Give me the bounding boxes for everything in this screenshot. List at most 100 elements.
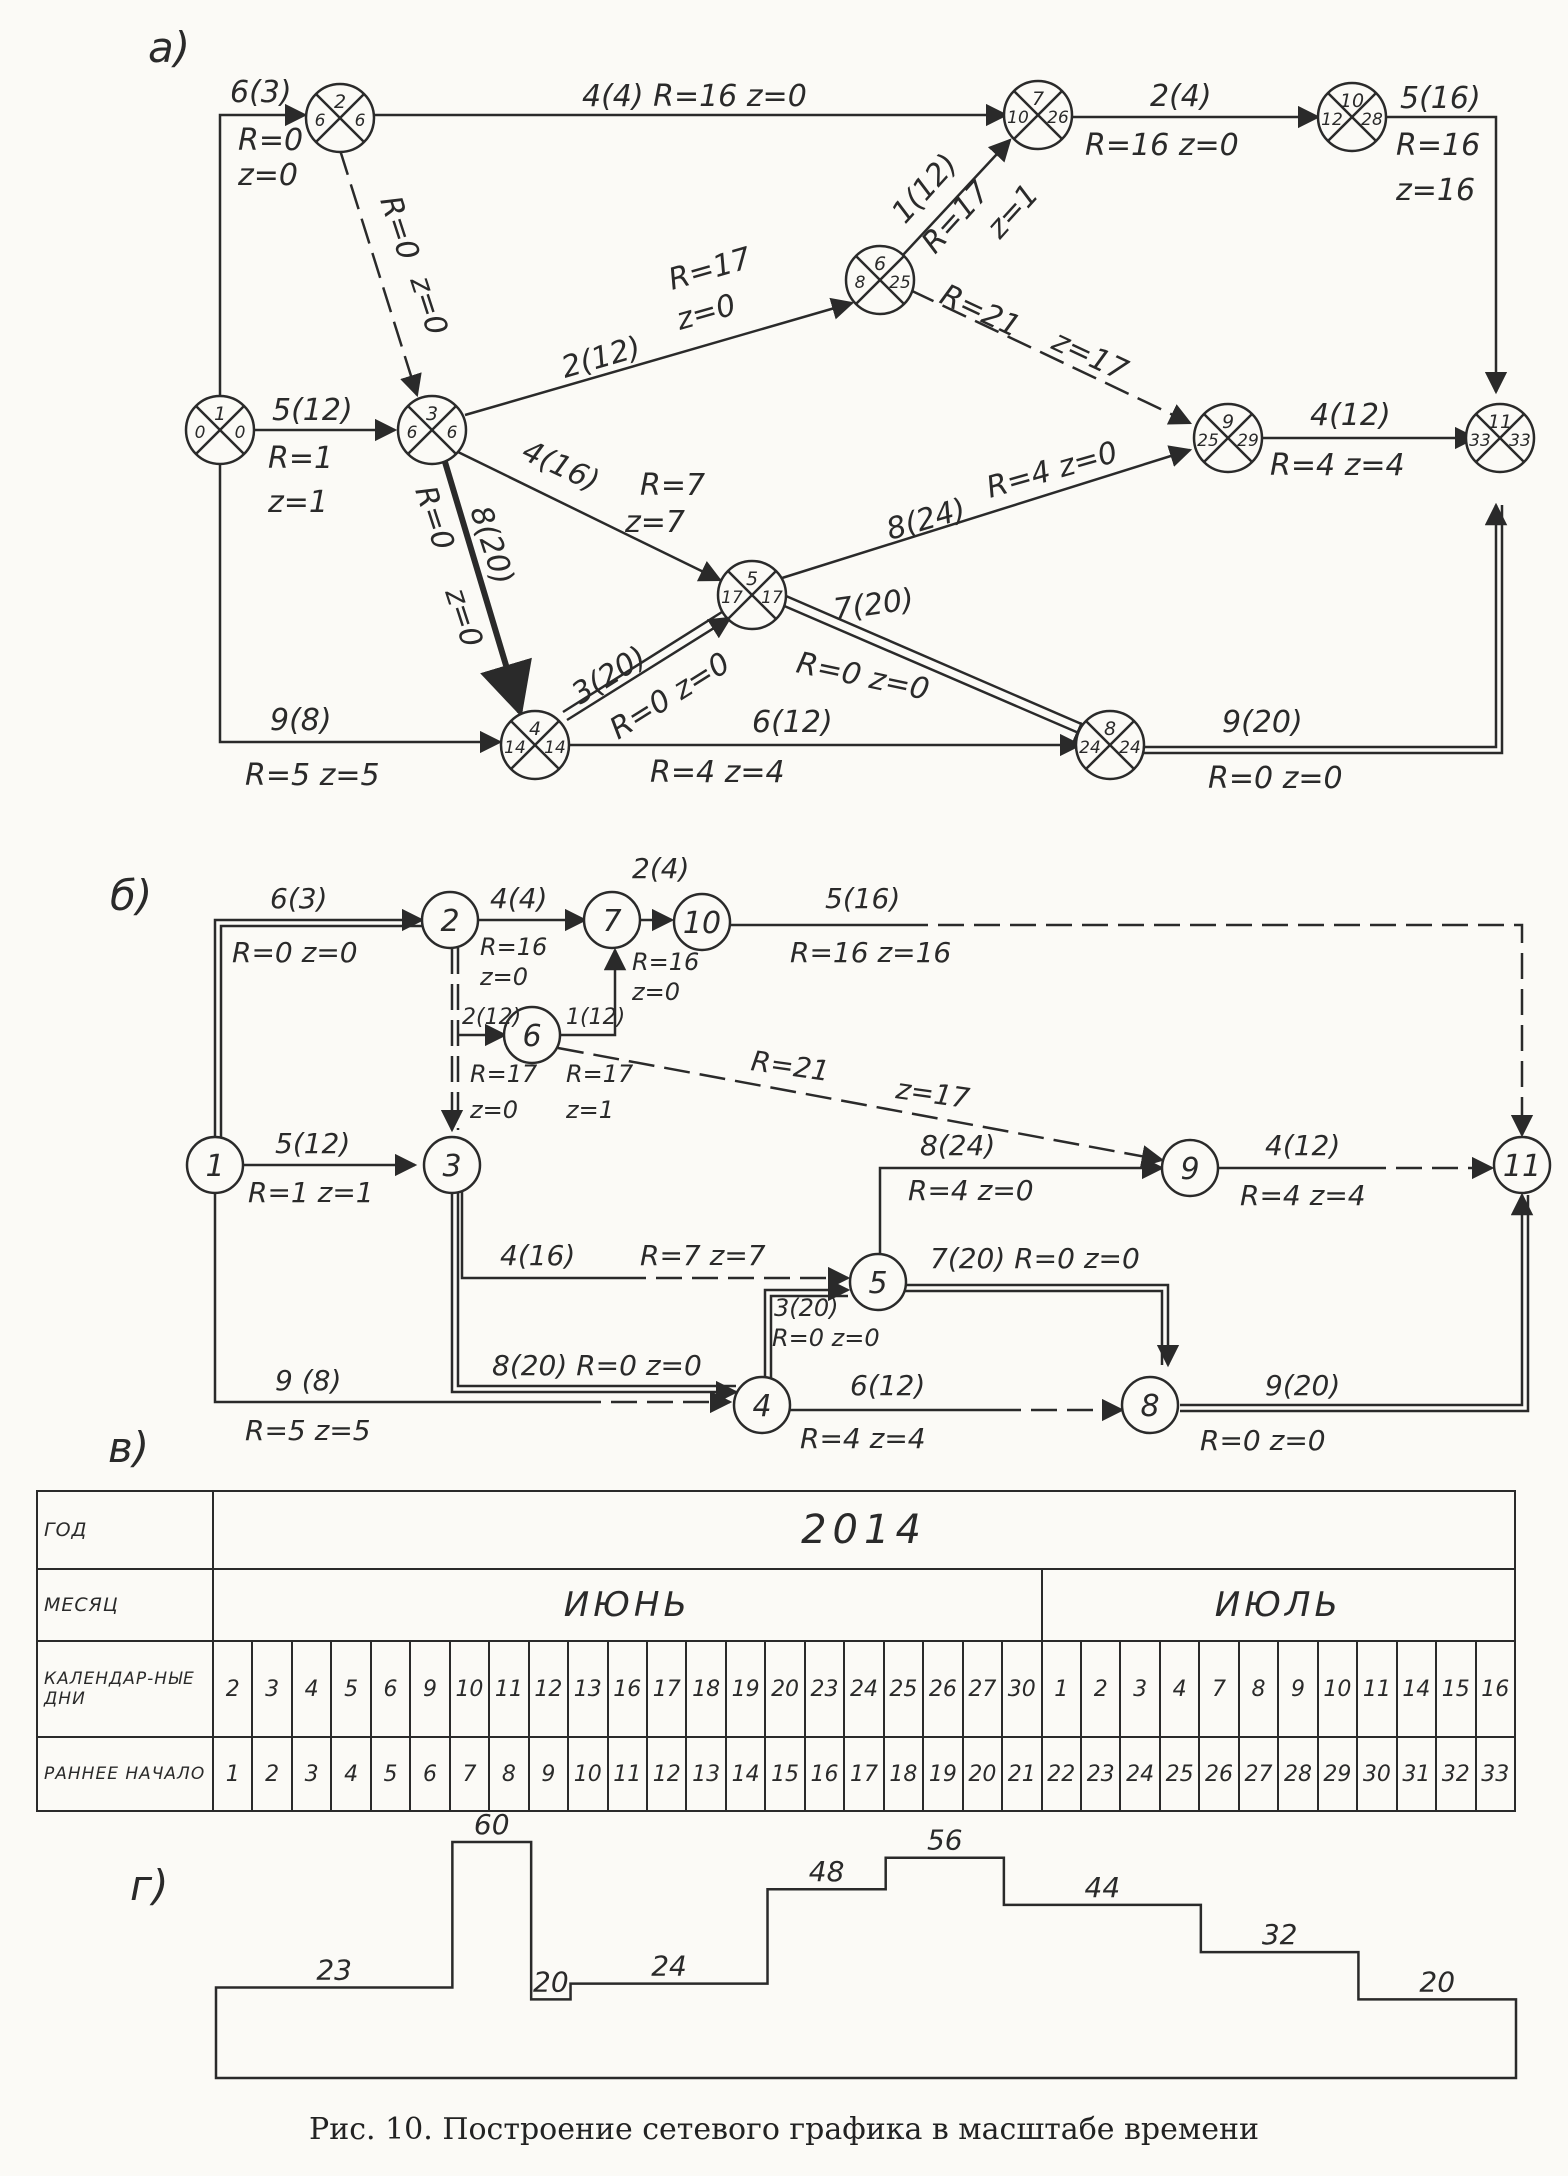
- label-b-e34: 8(20) R=0 z=0: [492, 1349, 702, 1382]
- node-b-3: 3: [422, 1135, 482, 1195]
- node-a-id: 10: [1340, 90, 1364, 112]
- node-a-early: 6: [315, 111, 326, 131]
- node-a-early: 14: [504, 738, 526, 758]
- label-b-e59: 8(24): [920, 1129, 995, 1162]
- node-a-id: 3: [426, 403, 438, 425]
- node-a-id: 6: [874, 253, 886, 275]
- node-a-late: 6: [355, 111, 366, 131]
- label-b-e35-rz: R=7 z=7: [640, 1239, 766, 1272]
- histogram-bar: [1358, 1999, 1516, 2078]
- node-b-id: 1: [205, 1149, 224, 1184]
- histogram-value-label: 20: [533, 1965, 569, 1998]
- node-a-id: 9: [1222, 411, 1234, 433]
- calendar-day-cell: 27: [961, 1640, 1004, 1738]
- node-a-9: 925 29: [1192, 402, 1264, 474]
- calendar-day-cell: 7: [1198, 1640, 1240, 1738]
- node-a-late: 24: [1119, 738, 1141, 758]
- year-cell: 2014: [212, 1490, 1516, 1570]
- histogram-value-label: 32: [1262, 1918, 1298, 1951]
- label-b-e67: 1(12): [566, 1005, 625, 1030]
- early-start-cell: 6: [409, 1736, 451, 1812]
- calendar-day-cell: 13: [567, 1640, 609, 1738]
- label-a-e67-z: z=1: [979, 177, 1046, 246]
- label-a-e811-w: 9(20): [1222, 705, 1303, 740]
- label-a-e35-w: 4(16): [517, 434, 605, 500]
- node-a-late: 6: [447, 423, 458, 443]
- node-b-id: 2: [440, 904, 459, 939]
- node-a-id: 2: [334, 91, 346, 113]
- node-a-early: 25: [1197, 431, 1219, 451]
- label-b-e69-z: z=17: [893, 1072, 972, 1115]
- calendar-day-cell: 6: [369, 1640, 412, 1738]
- early-start-cell: 30: [1356, 1736, 1398, 1812]
- early-start-cell: 4: [330, 1736, 372, 1812]
- label-b-e35: 4(16): [500, 1239, 575, 1272]
- label-b-e811-rz: R=0 z=0: [1200, 1424, 1326, 1457]
- label-b-e45-rz: R=0 z=0: [772, 1324, 880, 1352]
- histogram-value-label: 44: [1085, 1871, 1121, 1904]
- early-start-cell: 9: [527, 1736, 570, 1812]
- histogram-bar: [768, 1889, 886, 2078]
- node-a-late: 33: [1509, 431, 1531, 451]
- node-a-id: 5: [746, 568, 758, 590]
- label-a-e58-rz: R=0 z=0: [793, 646, 932, 708]
- label-a-e1011-z: z=16: [1395, 173, 1475, 208]
- node-a-2: 26 6: [304, 82, 376, 154]
- early-start-cell: 22: [1040, 1736, 1082, 1812]
- section-label-a: а): [148, 23, 190, 72]
- node-b-10: 10: [672, 892, 732, 952]
- calendar-day-cell: 3: [1119, 1640, 1161, 1738]
- early-start-cell: 28: [1277, 1736, 1319, 1812]
- calendar-day-cell: 17: [645, 1640, 688, 1738]
- histogram-bar: [886, 1858, 1004, 2078]
- calendar-day-cell: 26: [922, 1640, 964, 1738]
- label-b-e12-rz: R=0 z=0: [232, 936, 358, 969]
- node-b-9: 9: [1160, 1138, 1220, 1198]
- node-b-11: 11: [1492, 1135, 1552, 1195]
- label-b-e710: 2(4): [632, 852, 689, 885]
- calendar-day-cell: 18: [685, 1640, 727, 1738]
- calendar-day-cell: 15: [1435, 1640, 1477, 1738]
- node-b-4: 4: [732, 1375, 792, 1435]
- label-b-e36: 2(12): [462, 1005, 521, 1030]
- calendar-day-cell: 4: [290, 1640, 333, 1738]
- early-start-cell: 17: [843, 1736, 885, 1812]
- label-b-e710-r: R=16: [632, 948, 699, 976]
- histogram-bar: [452, 1842, 531, 2078]
- label-b-e69-r: R=21: [749, 1044, 831, 1088]
- calendar-day-cell: 14: [1395, 1640, 1438, 1738]
- early-start-cell: 27: [1237, 1736, 1280, 1812]
- node-a-early: 24: [1079, 738, 1101, 758]
- row-label-month: МЕСЯЦ: [36, 1568, 214, 1642]
- node-a-late: 29: [1237, 431, 1259, 451]
- label-a-e35-z: z=7: [624, 505, 685, 540]
- early-start-cell: 19: [922, 1736, 964, 1812]
- section-label-b: б): [110, 871, 152, 920]
- node-a-late: 14: [544, 738, 566, 758]
- histogram-value-label: 48: [809, 1855, 845, 1888]
- early-start-cell: 31: [1395, 1736, 1438, 1812]
- label-b-e45: 3(20): [774, 1294, 839, 1322]
- label-b-e12: 6(3): [270, 882, 327, 915]
- label-a-e13-r: R=1: [268, 441, 333, 476]
- calendar-day-cell: 30: [1001, 1640, 1043, 1738]
- histogram-value-label: 60: [474, 1808, 510, 1841]
- early-start-cell: 26: [1198, 1736, 1240, 1812]
- early-start-cell: 2: [251, 1736, 293, 1812]
- early-start-cell: 25: [1158, 1736, 1201, 1812]
- histogram-outline: [214, 1840, 1518, 2080]
- label-a-e12-w: 6(3): [230, 75, 292, 110]
- section-label-v: в): [108, 1423, 149, 1472]
- label-b-e14: 9 (8): [275, 1364, 341, 1397]
- node-a-late: 25: [889, 273, 911, 293]
- node-a-id: 7: [1032, 88, 1044, 110]
- node-b-id: 6: [522, 1019, 541, 1054]
- early-start-cell: 23: [1079, 1736, 1122, 1812]
- label-b-e911-rz: R=4 z=4: [1240, 1179, 1366, 1212]
- calendar-day-cell: 20: [764, 1640, 806, 1738]
